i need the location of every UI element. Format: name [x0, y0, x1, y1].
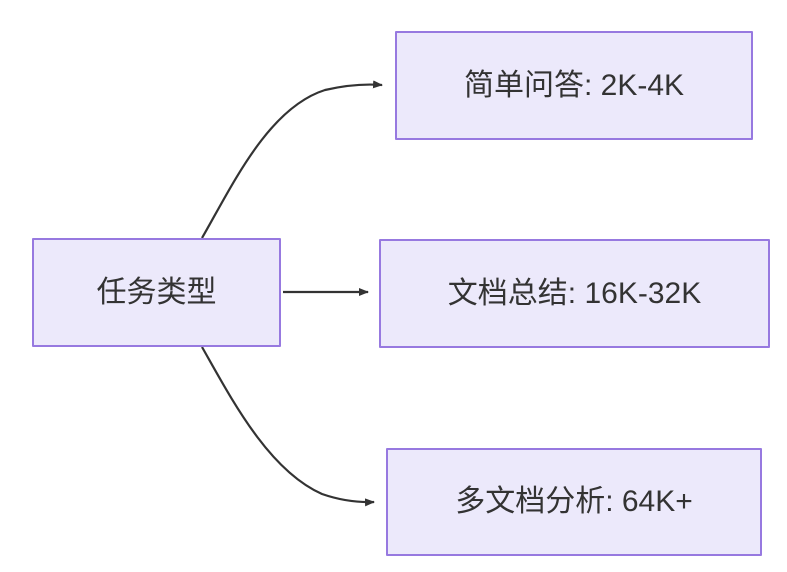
node-task-type[interactable]: 任务类型: [32, 238, 281, 347]
node-task-type-label: 任务类型: [96, 275, 217, 309]
edge-root-to-simple-qa: [201, 80, 383, 239]
node-doc-summary[interactable]: 文档总结: 16K-32K: [379, 239, 770, 348]
node-simple-qa[interactable]: 简单问答: 2K-4K: [395, 31, 753, 140]
node-simple-qa-label: 简单问答: 2K-4K: [463, 68, 685, 102]
node-doc-summary-label: 文档总结: 16K-32K: [447, 276, 702, 310]
edge-root-to-multi-doc: [201, 346, 375, 507]
node-multi-doc[interactable]: 多文档分析: 64K+: [386, 448, 762, 556]
node-multi-doc-label: 多文档分析: 64K+: [455, 485, 693, 518]
